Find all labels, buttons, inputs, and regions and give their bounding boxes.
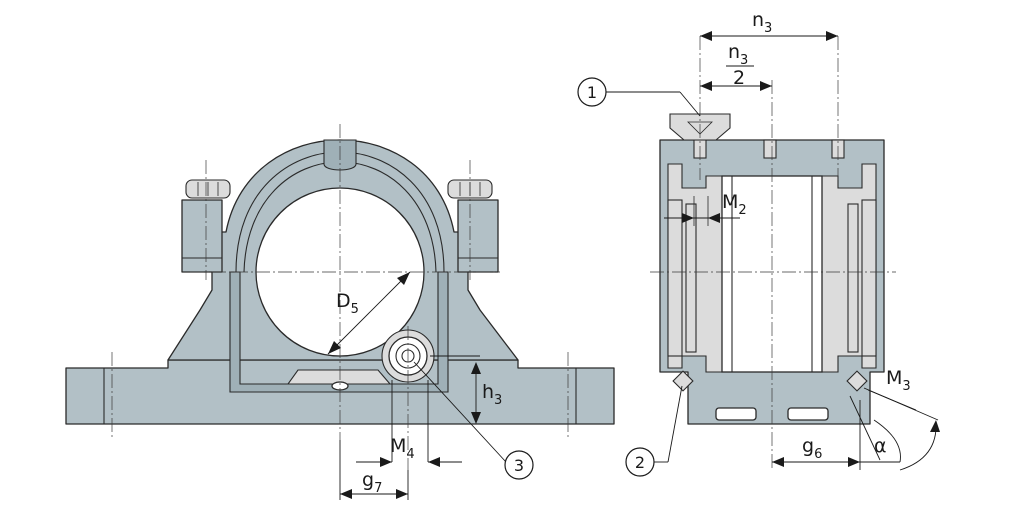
left-flank	[181, 199, 223, 273]
side-view	[606, 31, 940, 471]
bolt-left	[185, 179, 231, 199]
callout-3: 3	[504, 450, 534, 480]
g6-label: g6	[802, 435, 822, 462]
callout-2: 2	[625, 447, 655, 477]
svg-text:2: 2	[635, 453, 645, 472]
right-flank	[457, 199, 499, 273]
callout-3-leader	[413, 361, 507, 463]
n3-half-numerator: n3	[728, 41, 748, 68]
d5-dimension-line	[327, 271, 411, 355]
seal-right-outer	[861, 199, 877, 357]
front-view	[65, 124, 615, 500]
m2-label: M2	[722, 191, 747, 218]
m4-label: M4	[390, 435, 415, 462]
alpha-label: α	[874, 435, 887, 457]
seal-left-inner	[685, 203, 697, 353]
callout-1: 1	[577, 77, 607, 107]
m3-extension	[849, 395, 881, 461]
callout-2-leader-d	[667, 385, 683, 463]
n3-half-denominator: 2	[733, 67, 745, 89]
alpha-arc	[899, 421, 937, 471]
plug-2-left	[672, 370, 694, 392]
callout-1-leader-d	[679, 91, 701, 117]
d5-label: D5	[336, 290, 359, 317]
svg-text:1: 1	[587, 83, 597, 102]
base-slot-right	[787, 407, 829, 421]
seal-left-outer	[667, 199, 683, 357]
g7-label: g7	[362, 469, 382, 496]
grease-groove	[286, 369, 392, 385]
svg-text:3: 3	[514, 456, 524, 475]
seal-right-inner	[847, 203, 859, 353]
top-thread-2	[763, 139, 777, 159]
m3-label: M3	[886, 367, 911, 394]
n3-label: n3	[752, 9, 772, 36]
h3-label: h3	[482, 381, 502, 408]
alpha-arc-small	[873, 419, 901, 463]
m3-extension-2	[863, 387, 939, 421]
base-slot-left	[715, 407, 757, 421]
plug-2-right	[846, 370, 868, 392]
